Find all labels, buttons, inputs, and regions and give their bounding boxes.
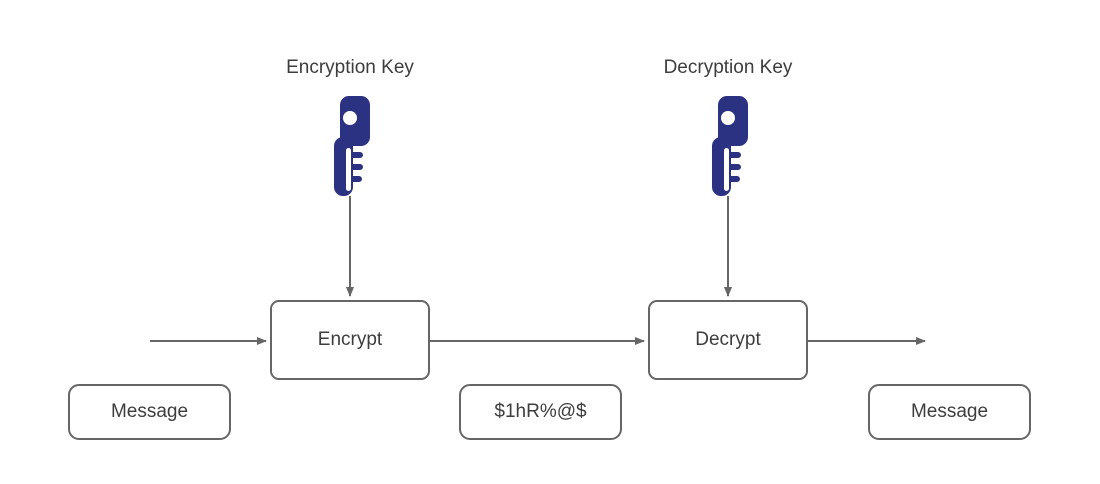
encrypt-node[interactable]: Encrypt xyxy=(270,300,430,380)
encryption-key-icon xyxy=(330,96,372,203)
ciphertext-node[interactable]: $1hR%@$ xyxy=(459,384,622,440)
decryption-key-icon xyxy=(708,96,750,203)
output-message-node[interactable]: Message xyxy=(868,384,1031,440)
encryption-key-label: Encryption Key xyxy=(286,57,414,78)
decrypt-node[interactable]: Decrypt xyxy=(648,300,808,380)
decryption-key-label: Decryption Key xyxy=(663,57,793,78)
input-message-node[interactable]: Message xyxy=(68,384,231,440)
